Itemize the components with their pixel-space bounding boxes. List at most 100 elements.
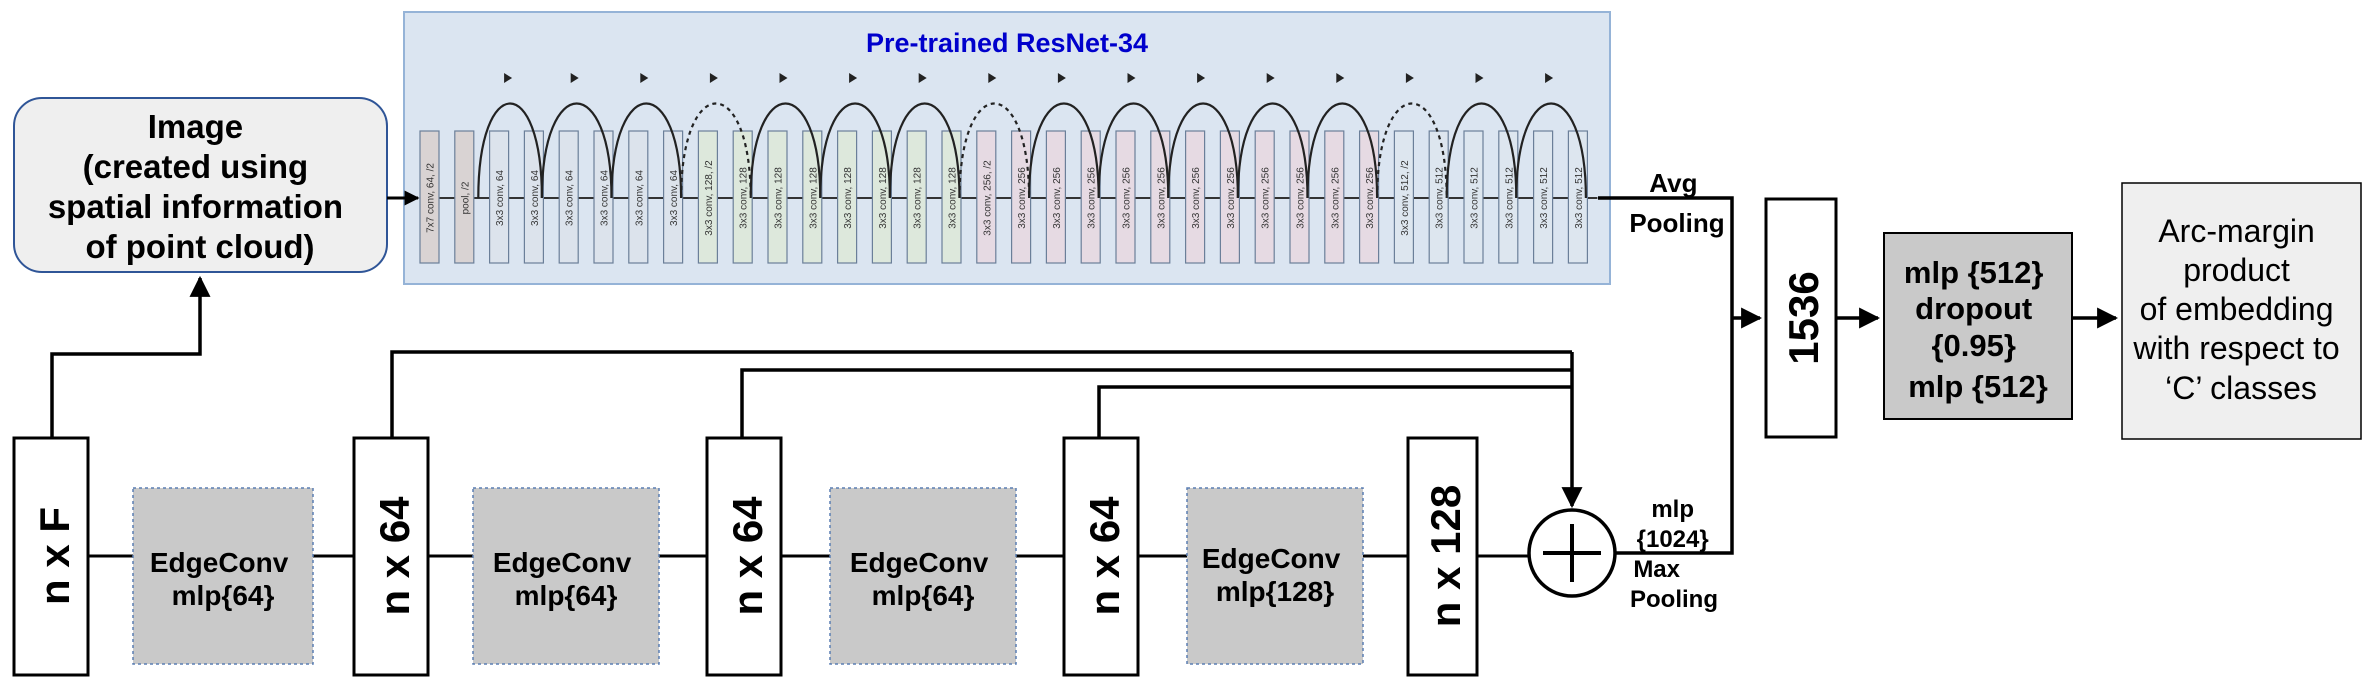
resnet-layer-34 [1567, 130, 1589, 264]
resnet-layer-label-2: pool, /2 [460, 181, 471, 214]
resnet-layer-label-19: 3x3 conv, 256 [1052, 167, 1063, 229]
resnet-layer-label-7: 3x3 conv, 64 [634, 170, 645, 226]
feature-box-nx64-3: n x 64 [1062, 436, 1140, 677]
resnet-layer-label-13: 3x3 conv, 128 [843, 167, 854, 229]
max-pooling-connector [1615, 318, 1734, 555]
resnet-skip-arrowhead-15 [1475, 73, 1484, 83]
mlp-box-line-2: dropout [1915, 291, 2032, 326]
resnet-skip-arrowhead-16 [1545, 73, 1554, 83]
resnet-layer-29 [1393, 130, 1415, 264]
edgeconv-box-1: EdgeConv mlp{64} [132, 487, 314, 665]
resnet-skip-arrowhead-14 [1405, 73, 1414, 83]
arc-margin-box: Arc-margin product of embedding with res… [2121, 182, 2362, 440]
resnet-skip-arc-12 [1236, 102, 1309, 199]
resnet-layer-label-29: 3x3 conv, 512, /2 [1400, 160, 1411, 236]
resnet-layer-30 [1428, 130, 1449, 264]
resnet-output-connector [1598, 196, 1763, 329]
resnet-layer-label-21: 3x3 conv, 256 [1122, 167, 1133, 229]
resnet-skip-arrowhead-1 [504, 73, 513, 83]
resnet-skip-arrowhead-2 [570, 73, 579, 83]
resnet-layer-label-4: 3x3 conv, 64 [530, 170, 541, 226]
feature-label-nxF: n x F [31, 507, 78, 605]
resnet-layer-label-28: 3x3 conv, 256 [1365, 167, 1376, 229]
feature-label-nx64-3: n x 64 [1081, 496, 1128, 616]
resnet-layer-label-9: 3x3 conv, 128, /2 [704, 160, 715, 236]
feature-label-nx64-2: n x 64 [724, 496, 771, 616]
resnet-layer-24 [1219, 130, 1241, 264]
feature-box-nxF: n x F [12, 436, 90, 677]
feature-box-nx64-1: n x 64 [352, 436, 430, 677]
resnet-layer-26 [1289, 130, 1310, 264]
svg-text:EdgeConv mlp{64}: EdgeConv mlp{64} [150, 547, 296, 611]
resnet-layer-32 [1498, 130, 1519, 264]
resnet-layer-label-31: 3x3 conv, 512 [1470, 167, 1481, 229]
resnet-layer-3 [489, 130, 510, 264]
resnet-layer-label-22: 3x3 conv, 256 [1156, 167, 1167, 229]
resnet-skip-arc-16 [1515, 102, 1587, 199]
image-box-line-2: (created using [83, 148, 309, 185]
svg-text:Arc-margin product: Arc-margin product of embedding with res… [2132, 213, 2348, 406]
skip-connections [390, 350, 1583, 509]
resnet-layer-label-8: 3x3 conv, 64 [669, 170, 680, 226]
nxf-to-image-arrow [50, 275, 211, 438]
resnet-skip-arrowhead-6 [849, 73, 858, 83]
resnet-layer-9 [697, 130, 719, 264]
resnet-layer-1 [419, 130, 440, 264]
resnet-layer-label-23: 3x3 conv, 256 [1191, 167, 1202, 229]
resnet-skip-arc-1 [477, 102, 543, 199]
resnet-skip-arrowhead-4 [709, 73, 718, 83]
svg-text:EdgeConv mlp{64}: EdgeConv mlp{64} [850, 547, 996, 611]
arc-box-line-2: product [2183, 252, 2290, 288]
resnet-skip-arc-15 [1445, 102, 1518, 199]
resnet-layer-label-20: 3x3 conv, 256 [1087, 167, 1098, 229]
mlp-box-line-4: mlp {512} [1908, 369, 2048, 404]
resnet-layer-31 [1463, 130, 1484, 264]
resnet-layer-25 [1254, 130, 1275, 264]
resnet-skip-arrowhead-10 [1127, 73, 1136, 83]
mlp-box-line-1: mlp {512} [1904, 255, 2044, 290]
resnet-layer-19 [1045, 130, 1067, 264]
resnet-skip-arrowhead-12 [1266, 73, 1275, 83]
resnet-skip-arrowhead-13 [1336, 73, 1345, 83]
resnet-skip-arc-3 [610, 102, 683, 199]
resnet-layer-label-14: 3x3 conv, 128 [878, 167, 889, 229]
resnet-skip-arc-8 [958, 102, 1031, 199]
resnet-skip-arrowhead-5 [779, 73, 788, 83]
feature-label-nx128: n x 128 [1422, 485, 1469, 627]
resnet-layer-label-32: 3x3 conv, 512 [1504, 167, 1515, 229]
resnet-skip-arrowhead-3 [640, 73, 649, 83]
resnet-layer-14 [871, 130, 893, 264]
resnet-skip-arc-13 [1306, 102, 1379, 199]
resnet-layer-23 [1184, 130, 1206, 264]
resnet-layer-16 [941, 130, 962, 264]
resnet-skip-arrowhead-8 [988, 73, 997, 83]
resnet-layer-15 [906, 130, 927, 264]
avg-pooling-label: Avg Pooling [1629, 168, 1724, 238]
resnet-layer-label-27: 3x3 conv, 256 [1330, 167, 1341, 229]
resnet-layer-17 [976, 130, 997, 264]
resnet-skip-arc-14 [1376, 102, 1448, 199]
image-box-line-3: spatial information [48, 188, 343, 225]
image-box: Image (created using spatial information… [13, 97, 388, 273]
resnet-layer-label-3: 3x3 conv, 64 [495, 170, 506, 226]
resnet-layer-label-6: 3x3 conv, 64 [600, 170, 611, 226]
resnet-layer-8 [662, 130, 684, 264]
resnet-layer-33 [1532, 130, 1554, 264]
resnet-skip-arrowhead-11 [1197, 73, 1206, 83]
resnet-layer-28 [1358, 130, 1380, 264]
concat-1536-label: 1536 [1780, 271, 1827, 364]
resnet-skip-arc-6 [819, 102, 891, 199]
resnet-layer-22 [1150, 130, 1171, 264]
resnet-layer-label-33: 3x3 conv, 512 [1539, 167, 1550, 229]
resnet-layer-5 [558, 130, 579, 264]
feature-box-nx64-2: n x 64 [705, 436, 783, 677]
resnet-layer-label-17: 3x3 conv, 256, /2 [982, 160, 993, 236]
resnet-layer-11 [767, 130, 788, 264]
arc-box-line-3: of embedding [2140, 291, 2334, 327]
resnet-skip-arc-5 [749, 102, 822, 199]
arc-box-line-1: Arc-margin [2158, 213, 2314, 249]
svg-text:EdgeConv mlp{64}: EdgeConv mlp{64} [493, 547, 639, 611]
max-pooling-label: mlp {1024} Max Pooling [1630, 496, 1718, 613]
